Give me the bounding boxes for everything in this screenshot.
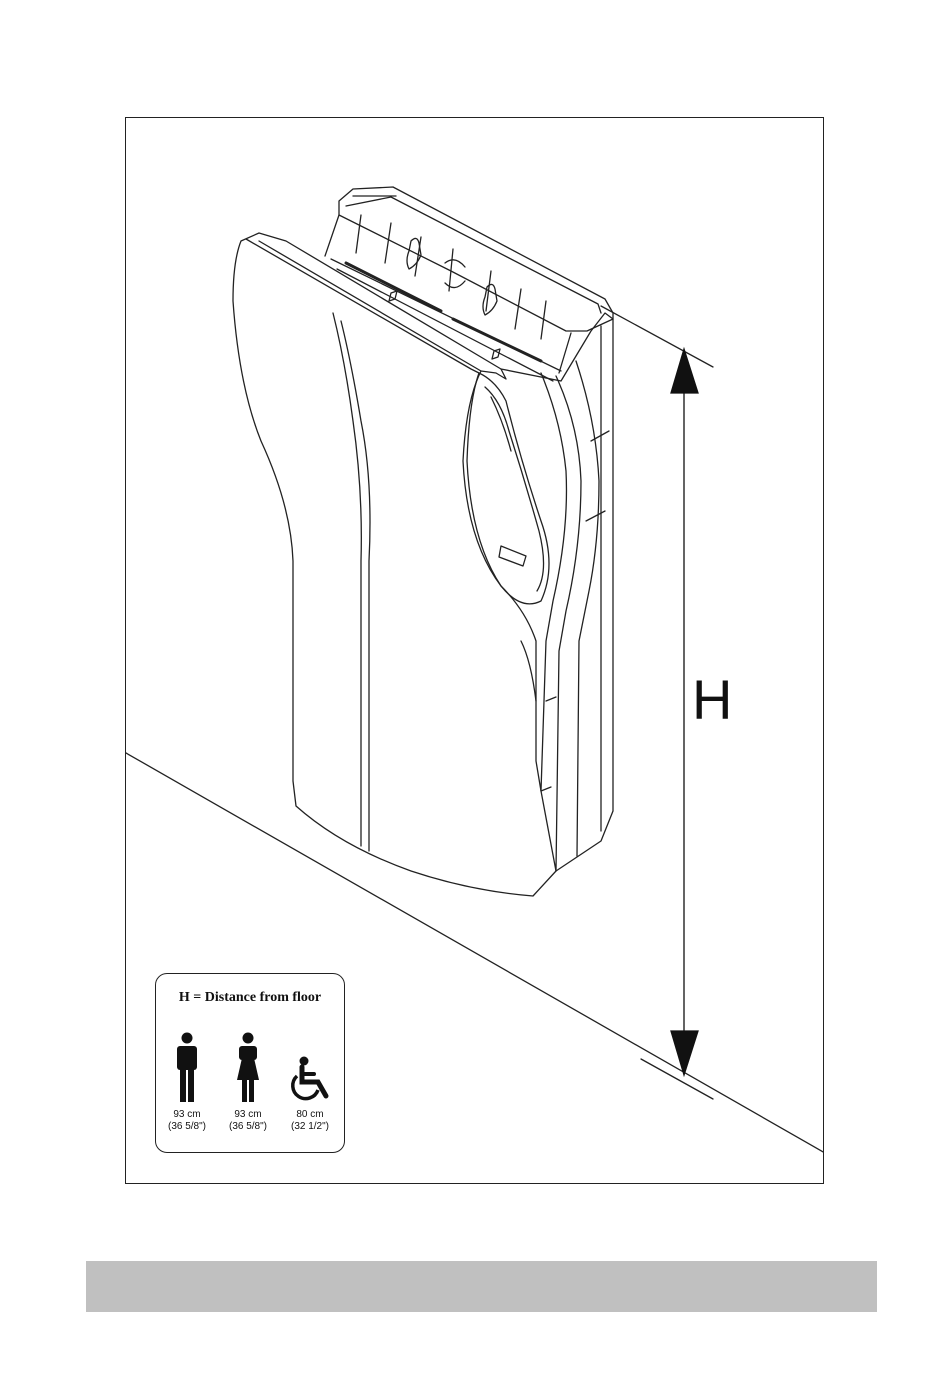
extension-line-top bbox=[601, 306, 713, 367]
man-metric: 93 cm bbox=[157, 1109, 217, 1121]
legend-item-wheelchair: 80 cm (32 1/2") bbox=[280, 1109, 340, 1133]
height-legend: H = Distance from floor 93 cm (36 5/8") … bbox=[155, 973, 345, 1153]
man-imperial: (36 5/8") bbox=[157, 1121, 217, 1133]
woman-imperial: (36 5/8") bbox=[218, 1121, 278, 1133]
woman-icon bbox=[234, 1032, 262, 1104]
hand-cavity-outline bbox=[467, 373, 549, 604]
arrow-up-icon bbox=[671, 349, 698, 393]
footer-bar bbox=[86, 1261, 877, 1312]
wheelchair-icon bbox=[288, 1056, 338, 1102]
dimension-label: H bbox=[692, 672, 732, 728]
extension-line-bottom bbox=[641, 1059, 713, 1099]
wheelchair-imperial: (32 1/2") bbox=[280, 1121, 340, 1133]
dryer-head-outline bbox=[339, 187, 613, 331]
dryer-front-outline bbox=[233, 233, 556, 896]
woman-metric: 93 cm bbox=[218, 1109, 278, 1121]
man-icon bbox=[173, 1032, 201, 1104]
legend-item-woman: 93 cm (36 5/8") bbox=[218, 1109, 278, 1133]
legend-title: H = Distance from floor bbox=[156, 990, 344, 1006]
wheelchair-metric: 80 cm bbox=[280, 1109, 340, 1121]
legend-item-man: 93 cm (36 5/8") bbox=[157, 1109, 217, 1133]
arrow-down-icon bbox=[671, 1031, 698, 1075]
